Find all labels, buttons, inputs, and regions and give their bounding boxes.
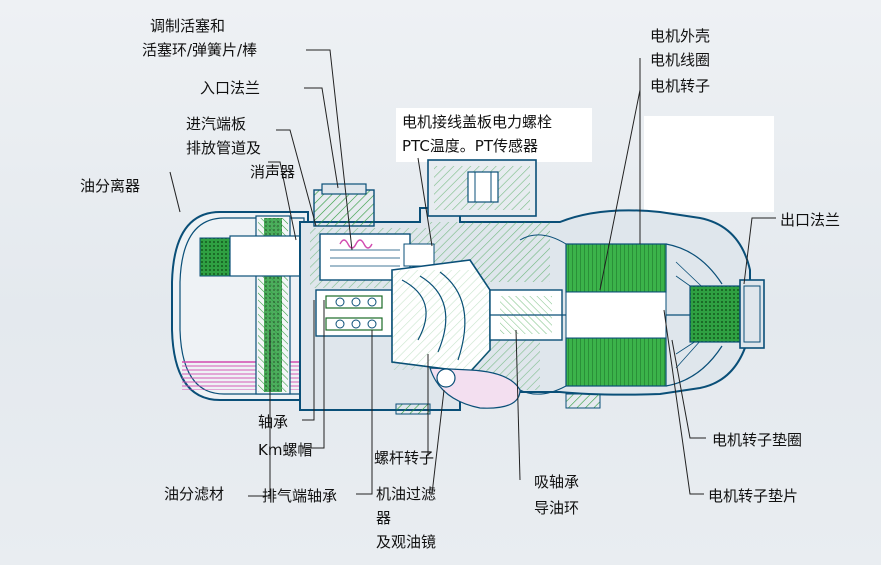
label-suction-plate-line1: 进汽端板 bbox=[186, 115, 247, 133]
label-muffler: 消声器 bbox=[250, 163, 296, 181]
support-feet bbox=[395, 393, 601, 415]
label-bearing: 轴承 bbox=[258, 413, 289, 431]
label-terminal-cover-line1: 电机接线盖板电力螺栓 bbox=[402, 113, 553, 131]
label-rotor-washer: 电机转子垫圈 bbox=[712, 431, 803, 449]
screw-rotor bbox=[391, 259, 491, 373]
label-suction-bearing: 吸轴承 bbox=[534, 473, 580, 491]
outlet-flange bbox=[689, 279, 765, 349]
label-oil-filter-line1: 机油过滤 bbox=[376, 485, 437, 503]
label-rotor-shim: 电机转子垫片 bbox=[708, 487, 799, 505]
label-suction-plate-line2: 排放管道及 bbox=[186, 139, 262, 157]
terminal-label-panel bbox=[396, 108, 592, 162]
label-motor-rotor: 电机转子 bbox=[650, 77, 711, 95]
label-outlet-flange: 出口法兰 bbox=[780, 211, 841, 229]
label-motor-housing: 电机外壳 bbox=[650, 27, 711, 45]
label-motor-coil: 电机线圈 bbox=[650, 51, 711, 69]
blank-panel-top bbox=[644, 116, 774, 212]
label-km-nut: Km螺帽 bbox=[258, 441, 313, 459]
leader-lines bbox=[169, 49, 776, 497]
label-piston-valve-line2: 活塞环/弹簧片/棒 bbox=[142, 41, 258, 59]
label-discharge-bearing: 排气端轴承 bbox=[262, 487, 338, 505]
label-piston-valve-line1: 调制活塞和 bbox=[150, 17, 226, 35]
label-oil-filter-line2: 器 bbox=[376, 509, 392, 527]
label-oil-guide-ring: 导油环 bbox=[534, 499, 580, 517]
label-oil-separator: 油分离器 bbox=[80, 177, 141, 195]
oil-filter-passage bbox=[429, 367, 521, 409]
label-oil-filter-line3: 及观油镜 bbox=[376, 533, 437, 551]
oil-filter-element bbox=[199, 215, 311, 395]
label-screw-rotor: 螺杆转子 bbox=[374, 449, 435, 467]
discharge-bearings bbox=[315, 289, 393, 337]
motor-stator bbox=[519, 234, 723, 395]
label-terminal-cover-line2: PTC温度。PT传感器 bbox=[402, 137, 539, 155]
suction-bearing bbox=[489, 289, 690, 341]
label-inlet-flange: 入口法兰 bbox=[200, 79, 261, 97]
terminal-box bbox=[427, 159, 537, 217]
label-oil-filter-material: 油分滤材 bbox=[164, 485, 225, 503]
inlet-flange bbox=[313, 183, 375, 227]
